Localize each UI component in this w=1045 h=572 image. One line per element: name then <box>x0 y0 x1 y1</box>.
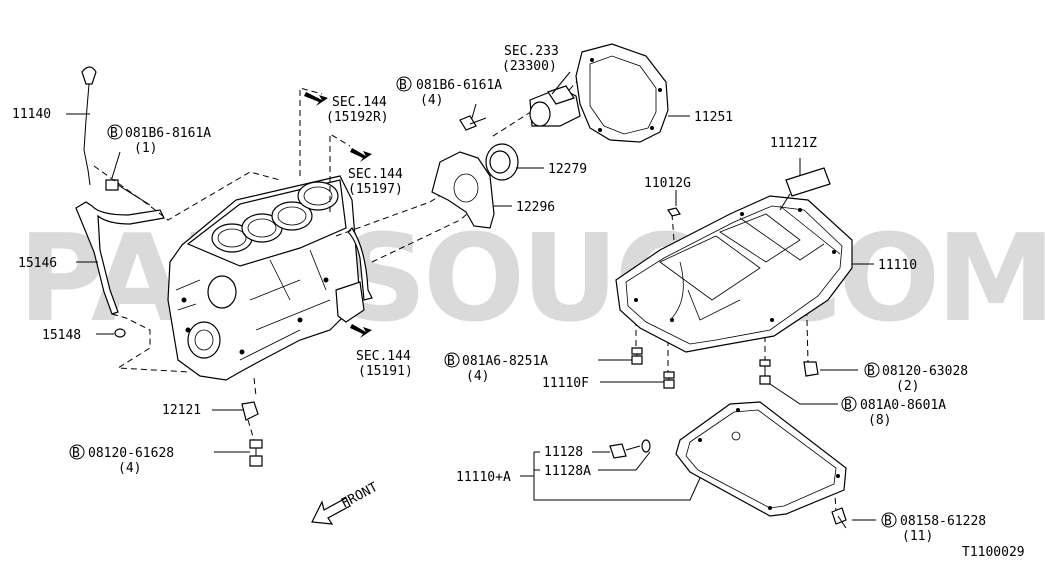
bolt-symbols: B B B B B B B <box>69 76 897 529</box>
label-12296: 12296 <box>516 200 555 215</box>
label-08120-63028-qty: (2) <box>896 379 919 394</box>
label-15148: 15148 <box>42 328 81 343</box>
bolt-symbol: B <box>399 78 407 93</box>
rear-parts-illustration <box>431 43 669 229</box>
label-081a0-8601a: 081A0-8601A <box>860 398 946 413</box>
label-15146: 15146 <box>18 256 57 271</box>
label-sec144-b-ref: (15197) <box>348 182 403 197</box>
bolt-symbol: B <box>844 398 852 413</box>
label-11251: 11251 <box>694 110 733 125</box>
label-11110: 11110 <box>878 258 917 273</box>
bolt-symbol: B <box>110 126 118 141</box>
lower-oil-pan-illustration <box>609 401 847 529</box>
front-label: FRONT <box>339 480 381 512</box>
label-11110f: 11110F <box>542 376 589 391</box>
label-11110a: 11110+A <box>456 470 511 485</box>
leader-lines <box>66 71 876 521</box>
bolt-symbol: B <box>867 364 875 379</box>
bolt-symbol: B <box>72 446 80 461</box>
label-08120-63028: 08120-63028 <box>882 364 968 379</box>
label-08120-61628: 08120-61628 <box>88 446 174 461</box>
label-08158-61228-qty: (11) <box>902 529 933 544</box>
label-sec144-c-ref: (15191) <box>358 364 413 379</box>
label-081a6-8251a: 081A6-8251A <box>462 354 548 369</box>
bolt-symbol: B <box>884 514 892 529</box>
label-12121: 12121 <box>162 403 201 418</box>
label-sec144-a: SEC.144 <box>332 95 387 110</box>
label-081a6-8251a-qty: (4) <box>466 369 489 384</box>
callout-labels: 11140 081B6-8161A (1) 15146 15148 12121 … <box>12 44 1025 560</box>
label-sec144-a-ref: (15192R) <box>326 110 389 125</box>
upper-oil-pan-illustration <box>615 167 853 389</box>
label-081b6-8161a-qty: (1) <box>134 141 157 156</box>
label-sec144-b: SEC.144 <box>348 167 403 182</box>
label-11128a: 11128A <box>544 464 591 479</box>
cylinder-block-illustration <box>75 66 373 467</box>
diagram-id: T1100029 <box>962 545 1025 560</box>
label-08158-61228: 08158-61228 <box>900 514 986 529</box>
label-sec233-ref: (23300) <box>502 59 557 74</box>
bolt-symbol: B <box>447 354 455 369</box>
label-11128: 11128 <box>544 445 583 460</box>
label-sec144-c: SEC.144 <box>356 349 411 364</box>
label-sec233: SEC.233 <box>504 44 559 59</box>
label-11012g: 11012G <box>644 176 691 191</box>
label-08120-61628-qty: (4) <box>118 461 141 476</box>
label-11121z: 11121Z <box>770 136 817 151</box>
label-081a0-8601a-qty: (8) <box>868 413 891 428</box>
front-direction-arrow: FRONT <box>311 480 381 525</box>
label-081b6-8161a: 081B6-8161A <box>125 126 211 141</box>
label-12279: 12279 <box>548 162 587 177</box>
section-arrows <box>304 92 372 338</box>
label-11140: 11140 <box>12 107 51 122</box>
label-081b6-6161a-qty: (4) <box>420 93 443 108</box>
label-081b6-6161a: 081B6-6161A <box>416 78 502 93</box>
